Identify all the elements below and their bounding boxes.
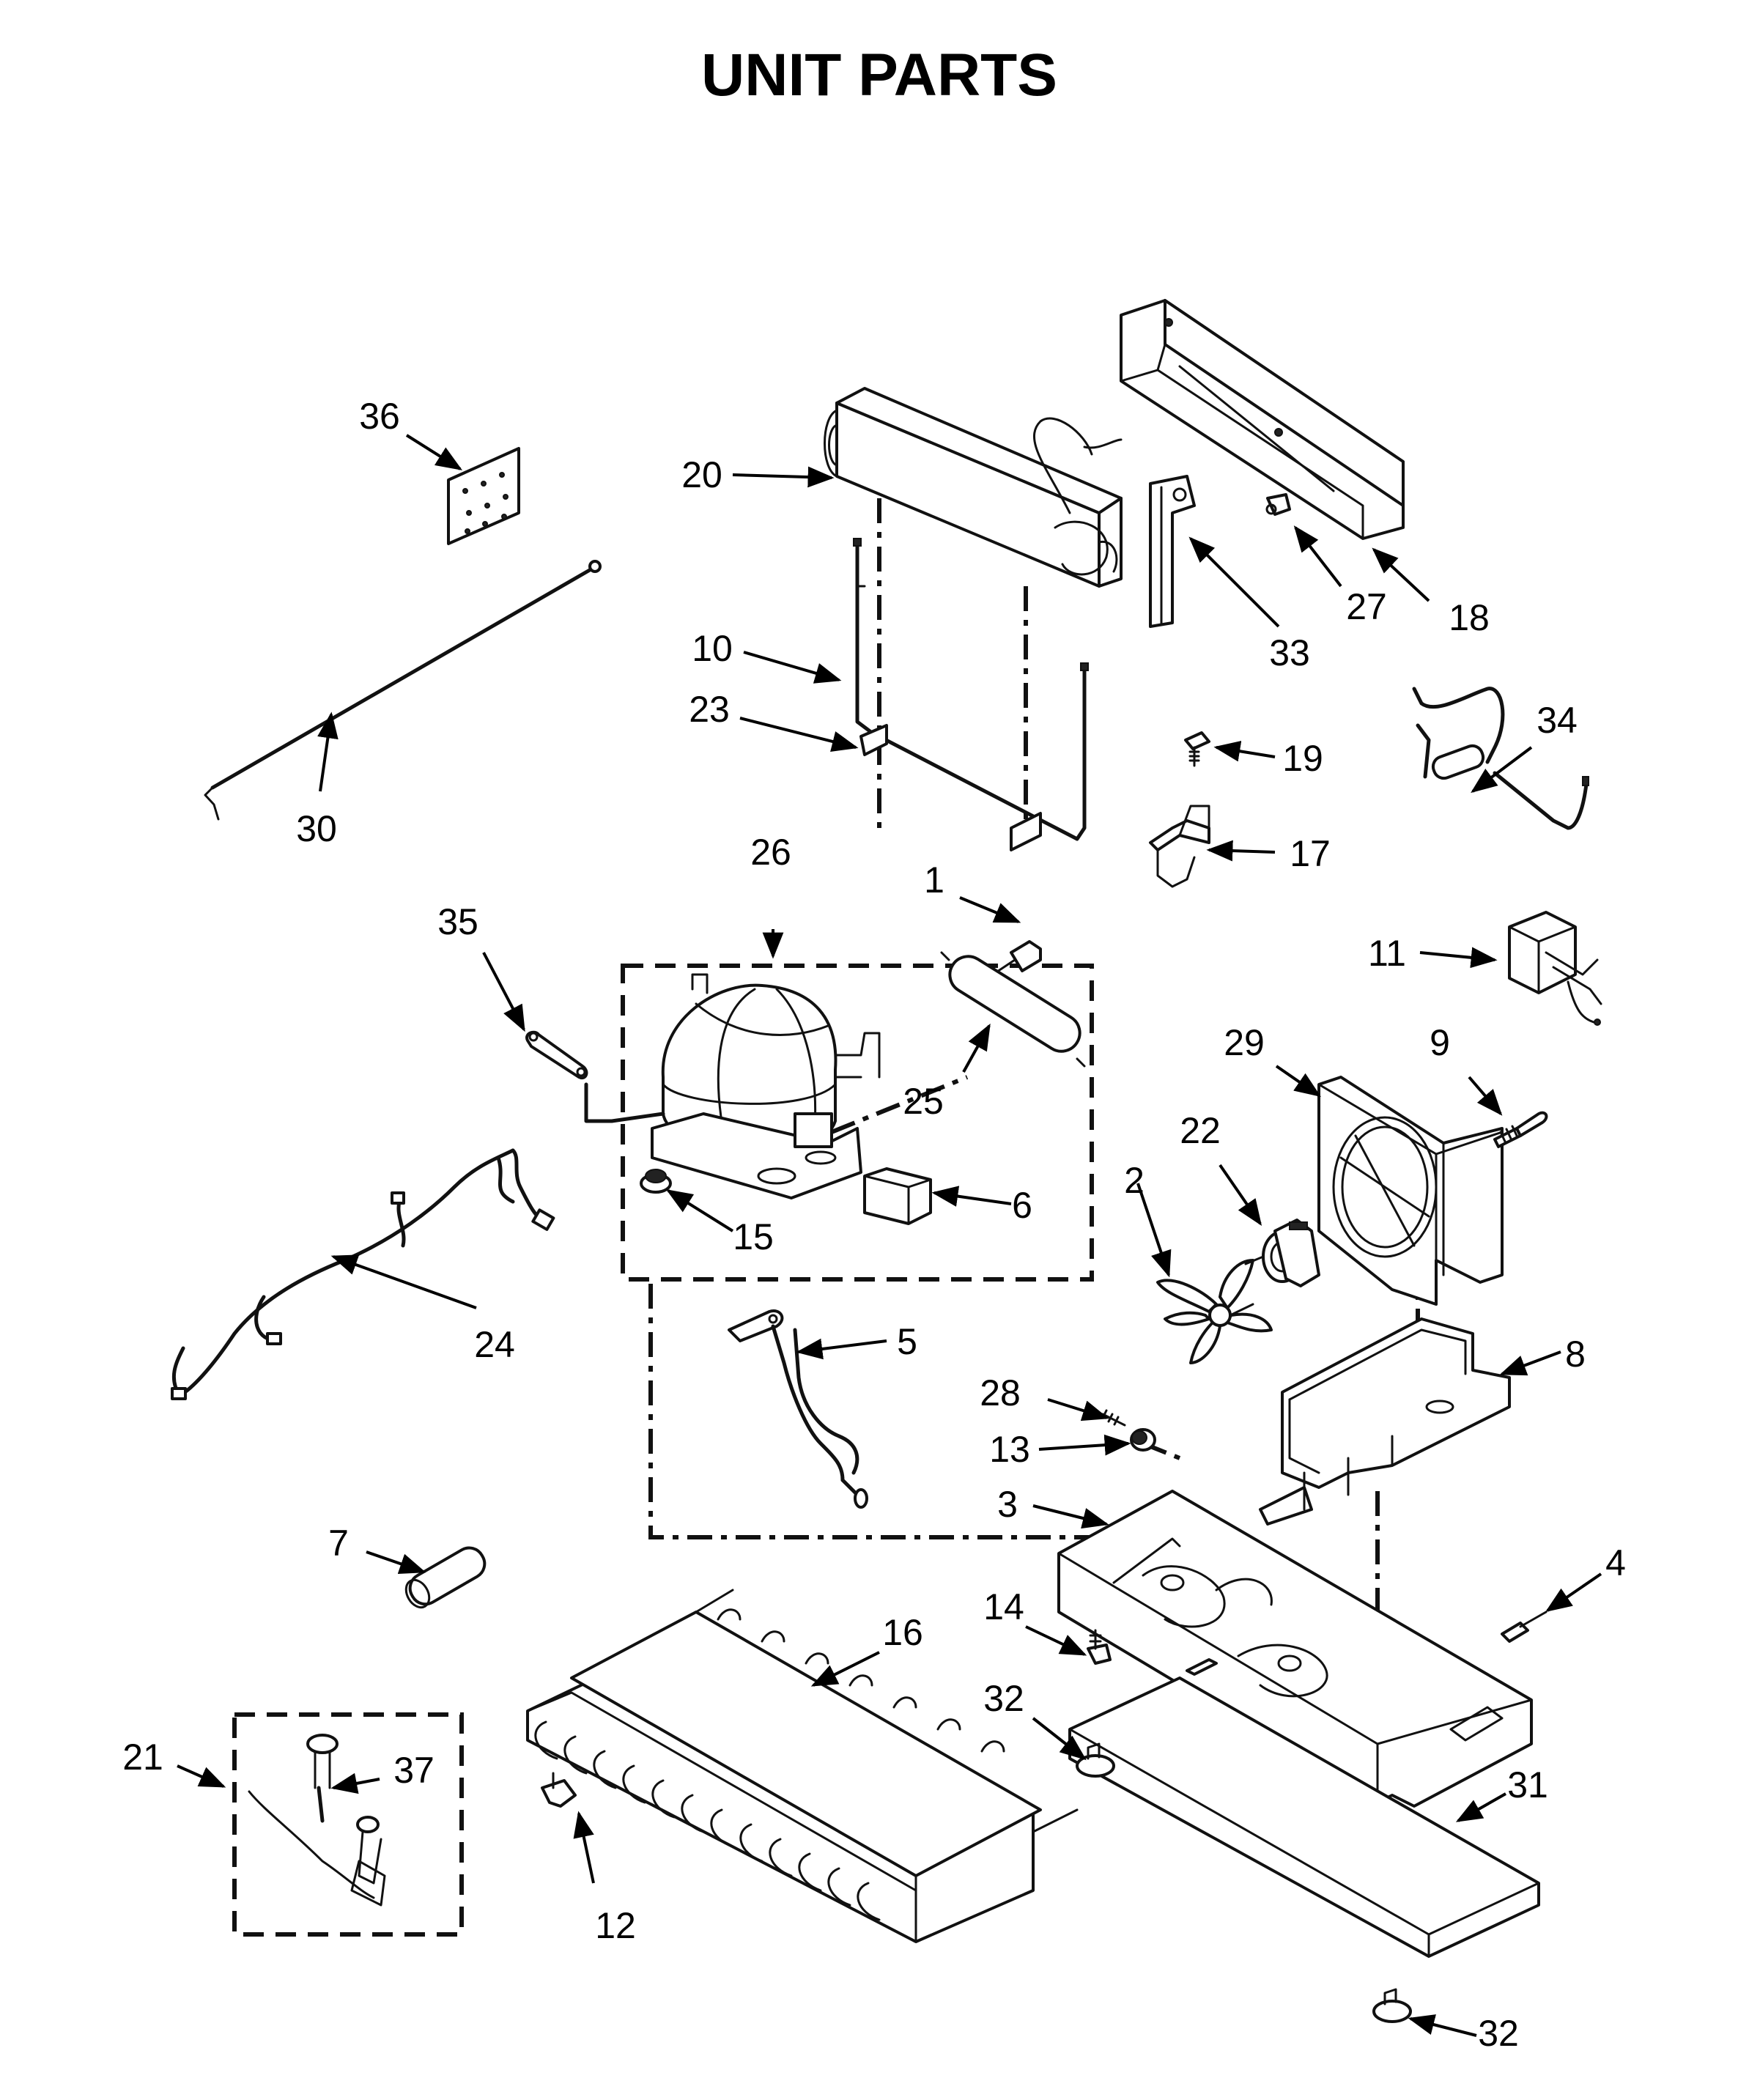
mounting-bracket-part [1149,805,1210,888]
callout-25: 25 [903,1081,944,1122]
foot-lower-part [1372,1988,1412,2023]
shoulder-bolt-part [1493,1111,1548,1148]
callout-23: 23 [689,689,730,730]
fan-shroud-part [1317,1076,1504,1306]
leader-lines [177,434,1602,2037]
grommet-part [640,1169,672,1194]
callout-32-lower: 32 [1478,2013,1519,2054]
insulation-pad-part [447,447,520,545]
callout-33: 33 [1269,632,1310,673]
fan-motor-part [1244,1219,1320,1287]
callout-19: 19 [1282,738,1323,779]
wire-clip-part [1265,493,1291,516]
condenser-part [824,387,1123,588]
callout-22: 22 [1180,1110,1221,1151]
thermostat-kit-box [232,1712,464,1937]
callout-12: 12 [595,1905,636,1946]
diagram-title: UNIT PARTS [701,42,1057,108]
callout-4: 4 [1605,1542,1626,1583]
callout-37: 37 [393,1750,435,1791]
drain-fitting-part [1130,1428,1156,1452]
callout-14: 14 [983,1586,1024,1627]
base-bolt-part [1501,1611,1548,1643]
cord-clip-part [525,1030,588,1080]
callout-28: 28 [980,1372,1021,1413]
callout-31: 31 [1507,1764,1548,1805]
shroud-bracket-part [1120,299,1405,540]
callout-9: 9 [1430,1022,1450,1063]
callout-10: 10 [692,628,733,669]
callout-labels: 36 20 10 23 30 18 27 33 34 19 17 26 1 35… [122,396,1626,2054]
callout-36: 36 [359,396,400,437]
base-screw-part [1087,1629,1112,1665]
compressor-part [584,973,881,1199]
callout-13: 13 [989,1429,1030,1470]
drier-tube-part [1412,687,1589,830]
thermostat-kit-part [248,1734,386,1907]
callout-32-upper: 32 [983,1678,1024,1719]
callout-34: 34 [1537,700,1578,741]
callout-11: 11 [1368,933,1406,974]
start-device-part [863,1167,932,1225]
callout-24: 24 [474,1324,515,1365]
fan-blade-part [1156,1259,1273,1364]
callout-7: 7 [328,1523,349,1564]
foot-upper-part [1076,1742,1115,1778]
evaporator-coil-part [526,1589,1079,1943]
compressor-assembly-box [621,964,1094,1282]
filter-drier-part [940,951,1086,1068]
callout-29: 29 [1224,1022,1265,1063]
callout-18: 18 [1449,597,1490,638]
callout-27: 27 [1346,586,1387,627]
relay-part [1508,911,1602,1026]
discharge-alignment-line [830,1075,969,1134]
callout-6: 6 [1012,1185,1032,1226]
callout-1: 1 [924,859,944,901]
side-bracket-part [1149,475,1196,628]
callout-17: 17 [1290,833,1331,874]
callout-8: 8 [1565,1334,1586,1375]
callout-16: 16 [882,1612,923,1653]
callout-15: 15 [733,1216,774,1257]
callout-5: 5 [897,1321,917,1362]
callout-26: 26 [750,832,791,873]
evaporator-clip-part [541,1772,577,1808]
base-plate-part [1057,1490,1533,1808]
callout-21: 21 [122,1737,163,1778]
power-cord-part [204,560,602,821]
drain-pan-part [1259,1317,1511,1526]
callout-2: 2 [1124,1160,1145,1201]
callout-3: 3 [997,1484,1018,1525]
callout-20: 20 [681,454,722,495]
screw-part [1184,731,1210,767]
drain-tube-part [728,1309,868,1509]
callout-30: 30 [296,808,337,849]
callout-35: 35 [437,901,478,942]
condenser-frame-part [853,538,1089,851]
foam-tube-part [404,1546,487,1609]
compressor-alignment-line [648,1284,1158,1539]
